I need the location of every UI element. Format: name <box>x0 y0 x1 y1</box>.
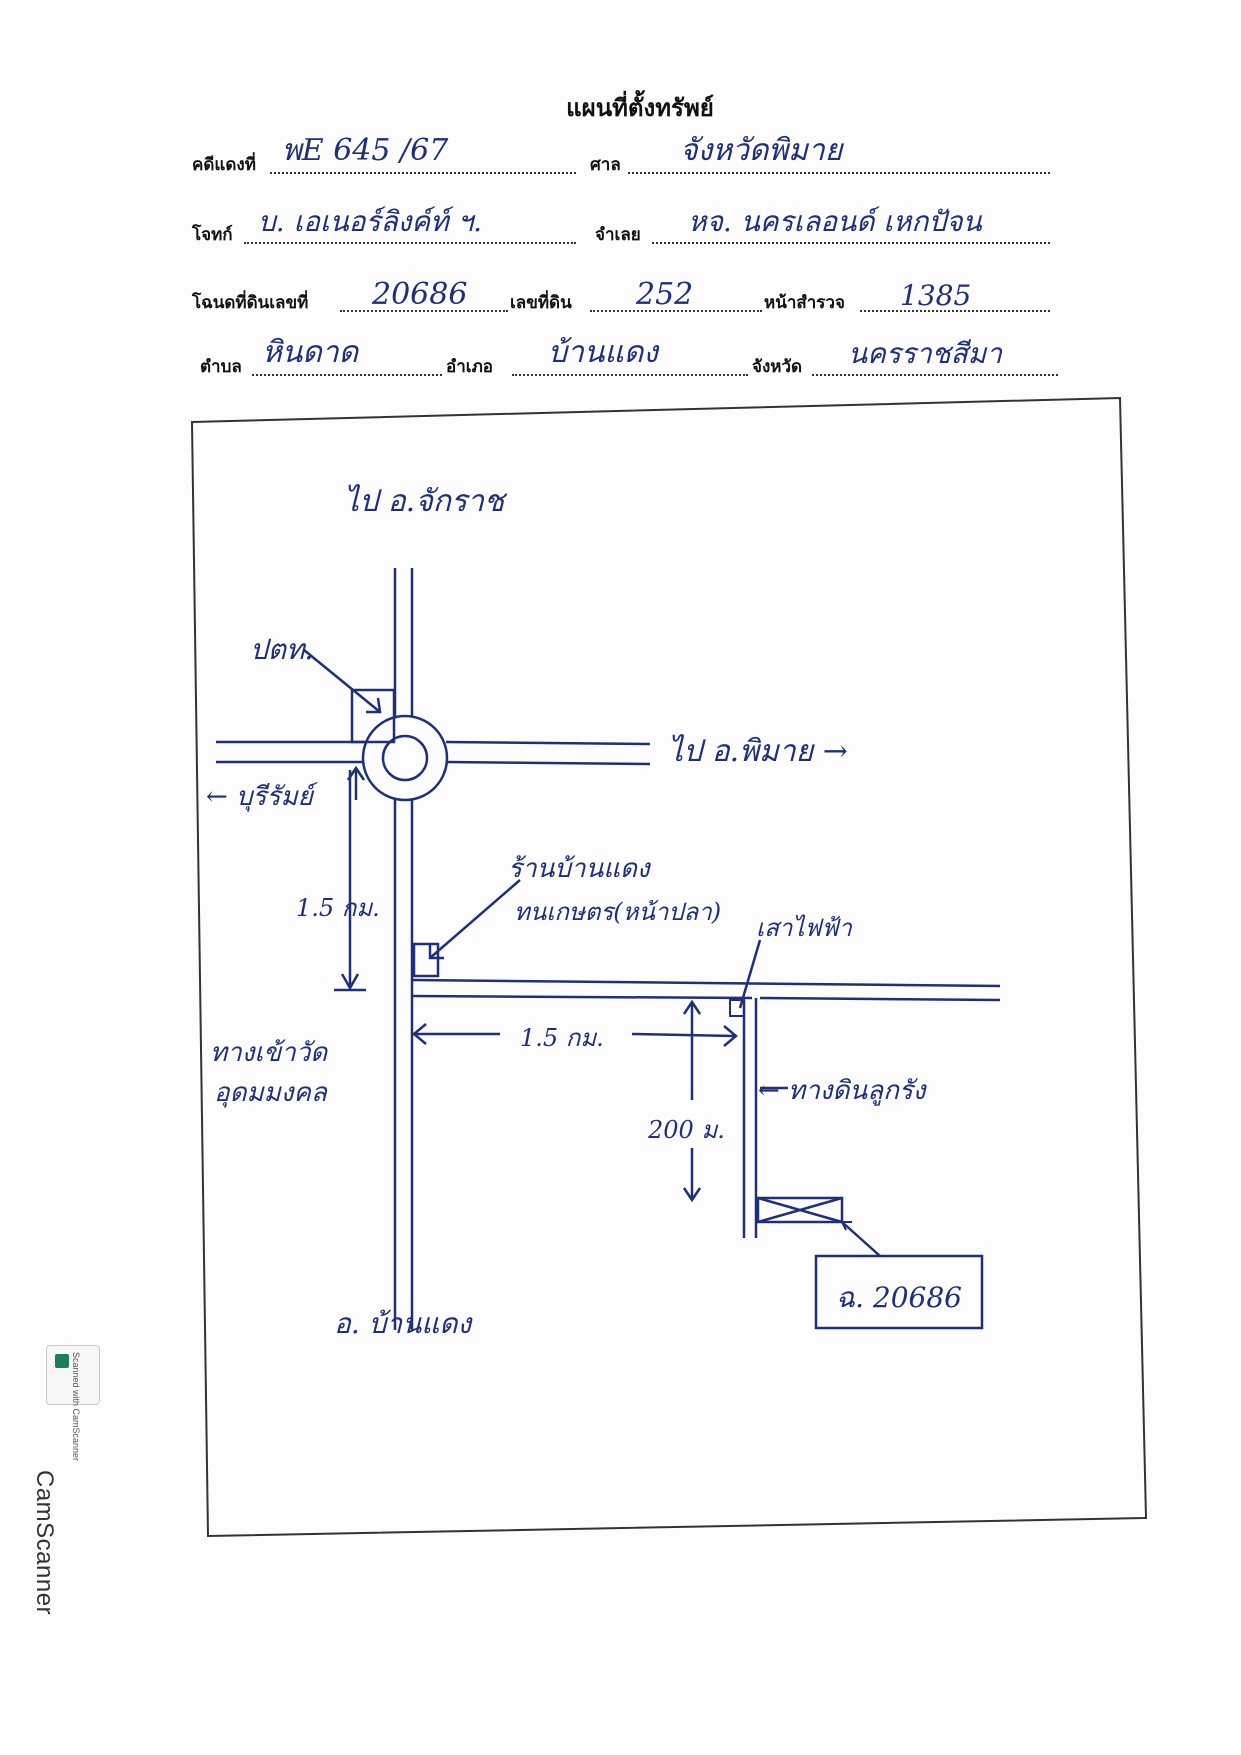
shop-sub-label: ทนเกษตร(หน้าปลา) <box>514 898 722 926</box>
temple-label: ทางเข้าวัด <box>210 1038 328 1068</box>
ew-road-east-north-edge <box>445 740 651 746</box>
ptt-station-box <box>350 688 396 744</box>
camscanner-badge: Scanned with CamScanner <box>46 1345 100 1461</box>
camscanner-logo-icon <box>55 1354 69 1368</box>
plaintiff-label: โจทก์ <box>192 225 233 245</box>
dist-vertical-arrow-head <box>340 973 360 991</box>
parcel-label: ฉ. 20686 <box>836 1281 962 1314</box>
case-no-dotline <box>270 172 576 174</box>
temple-sub-label: อุดมมงคล <box>214 1078 327 1108</box>
dist-horizontal-label: 1.5 กม. <box>520 1024 604 1052</box>
ew-road-east-south-edge <box>445 760 651 766</box>
dist-horizontal-right-head <box>723 1025 738 1047</box>
defendant-value: หจ. นครเลอนด์ เหกปัจน <box>688 205 982 238</box>
parcel-pointer <box>841 1221 881 1257</box>
dirt-road-label: ← ทางดินลูกรัง <box>758 1076 926 1106</box>
shop-arrow <box>429 879 521 959</box>
deed-no-dotline <box>340 310 508 312</box>
deed-no-label: โฉนดที่ดินเลขที่ <box>192 293 309 313</box>
land-parcel <box>756 1196 844 1224</box>
defendant-dotline <box>652 242 1050 244</box>
ptt-label: ปตท. <box>250 633 314 666</box>
dist-200-label: 200 ม. <box>648 1116 725 1144</box>
subdistrict-label: ตำบล <box>200 357 242 377</box>
to-ban-daeng-label: อ. บ้านแดง <box>334 1307 472 1340</box>
to-buriram-label: ← บุรีรัมย์ <box>206 782 313 812</box>
to-chakkarat-label: ไป อ.จักราช <box>344 484 505 519</box>
map-frame <box>190 396 1148 1538</box>
side-road-south-edge <box>411 994 753 1000</box>
district-label: อำเภอ <box>446 357 493 377</box>
shop-arrow-head <box>428 944 444 960</box>
survey-page-dotline <box>860 310 1050 312</box>
document-title: แผนที่ตั้งทรัพย์ <box>566 94 714 122</box>
subdistrict-dotline <box>252 374 442 376</box>
dist-vertical-label: 1.5 กม. <box>296 894 380 922</box>
dist-200-top-head <box>682 999 702 1015</box>
form-row-deed: โฉนดที่ดินเลขที่ 20686 เลขที่ดิน 252 หน้… <box>0 268 1241 318</box>
dist-200-bottom-head <box>682 1187 702 1203</box>
roundabout-outer <box>361 714 449 802</box>
deed-no-value: 20686 <box>372 277 468 312</box>
court-dotline <box>628 172 1050 174</box>
district-value: บ้านแดง <box>548 335 658 370</box>
form-row-location: ตำบล หินดาด อำเภอ บ้านแดง จังหวัด นครราช… <box>0 332 1241 382</box>
land-no-dotline <box>590 310 762 312</box>
camscanner-badge-text: Scanned with CamScanner <box>71 1352 81 1462</box>
side-road-north-edge <box>411 978 1001 988</box>
shop-label: ร้านบ้านแดง <box>508 854 650 884</box>
land-no-value: 252 <box>636 277 694 312</box>
subdistrict-value: หินดาด <box>262 335 359 370</box>
case-no-value: พE 645 /67 <box>282 133 449 168</box>
pole-arrow <box>738 939 762 1009</box>
shop-box <box>412 942 440 978</box>
parcel-label-box <box>814 1254 984 1330</box>
land-no-label: เลขที่ดิน <box>510 293 572 313</box>
province-label: จังหวัด <box>752 357 803 377</box>
case-no-label: คดีแดงที่ <box>192 155 256 175</box>
camscanner-vertical-text: CamScanner <box>31 1470 58 1616</box>
province-dotline <box>812 374 1058 376</box>
ptt-arrow <box>303 649 381 713</box>
pole-label: เสาไฟฟ้า <box>756 914 852 942</box>
plaintiff-dotline <box>244 242 576 244</box>
side-road-south-edge-east <box>759 996 1001 1002</box>
district-dotline <box>512 374 748 376</box>
to-phimai-label: ไป อ.พิมาย → <box>668 734 848 769</box>
parcel-pointer-head <box>840 1221 852 1231</box>
court-value: จังหวัดพิมาย <box>680 133 843 168</box>
dist-horizontal-line-right <box>631 1032 735 1038</box>
land-parcel-cross-b <box>757 1196 843 1224</box>
defendant-label: จำเลย <box>595 225 641 245</box>
dist-horizontal-left-head <box>412 1023 427 1045</box>
plaintiff-value: บ. เอเนอร์ลิงค์ท์ ฯ. <box>258 205 483 238</box>
court-label: ศาล <box>590 155 621 175</box>
roundabout-inner <box>381 734 429 782</box>
ptt-arrow-head <box>366 697 382 714</box>
survey-page-label: หน้าสำรวจ <box>764 293 845 313</box>
form-row-case: คดีแดงที่ พE 645 /67 ศาล จังหวัดพิมาย <box>0 130 1241 180</box>
province-value: นครราชสีมา <box>848 337 1002 370</box>
form-row-parties: โจทก์ บ. เอเนอร์ลิงค์ท์ ฯ. จำเลย หจ. นคร… <box>0 200 1241 250</box>
survey-page-value: 1385 <box>900 279 972 312</box>
